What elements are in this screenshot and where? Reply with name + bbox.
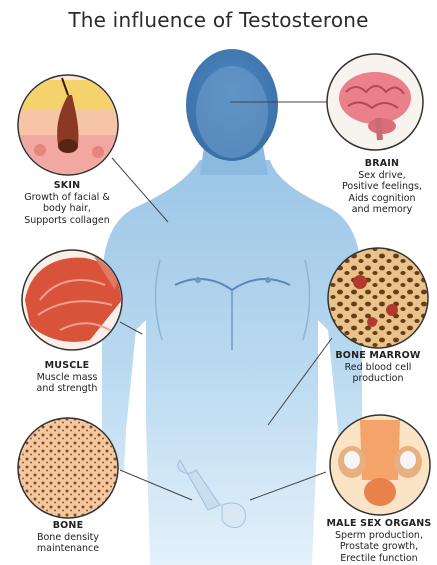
bone-name: BONE (12, 520, 124, 532)
male-organs-line-2: Prostate growth, (322, 541, 436, 553)
bone-line-1: Bone density (12, 532, 124, 544)
brain-line-2: Positive feelings, (330, 181, 434, 193)
muscle-name: MUSCLE (12, 360, 122, 372)
male-organs-illustration (330, 415, 430, 515)
muscle-line-2: and strength (12, 383, 122, 395)
brain-line-3: Aids cognition (330, 193, 434, 205)
brain-label: BRAIN Sex drive, Positive feelings, Aids… (330, 158, 434, 216)
male-organs-label: MALE SEX ORGANS Sperm production, Prosta… (322, 518, 436, 564)
bone-marrow-illustration (328, 248, 428, 348)
bone-marrow-name: BONE MARROW (322, 350, 434, 362)
brain-line-1: Sex drive, (330, 170, 434, 182)
muscle-line-1: Muscle mass (12, 372, 122, 384)
bone-marrow-line-2: production (322, 373, 434, 385)
muscle-label: MUSCLE Muscle mass and strength (12, 360, 122, 395)
skin-label: SKIN Growth of facial & body hair, Suppo… (8, 180, 126, 226)
skin-name: SKIN (8, 180, 126, 192)
brain-illustration (327, 54, 423, 150)
bone-label: BONE Bone density maintenance (12, 520, 124, 555)
skin-line-2: body hair, (8, 203, 126, 215)
male-organs-line-1: Sperm production, (322, 530, 436, 542)
male-organs-name: MALE SEX ORGANS (322, 518, 436, 530)
brain-name: BRAIN (330, 158, 434, 170)
bone-marrow-label: BONE MARROW Red blood cell production (322, 350, 434, 385)
skin-line-1: Growth of facial & (8, 192, 126, 204)
brain-line-4: and memory (330, 204, 434, 216)
body-silhouette (102, 49, 362, 565)
male-organs-line-3: Erectile function (322, 553, 436, 565)
bone-illustration (18, 418, 118, 518)
skin-line-3: Supports collagen (8, 215, 126, 227)
bone-marrow-line-1: Red blood cell (322, 362, 434, 374)
bone-line-2: maintenance (12, 543, 124, 555)
muscle-illustration (22, 250, 122, 350)
skin-illustration (18, 75, 118, 180)
